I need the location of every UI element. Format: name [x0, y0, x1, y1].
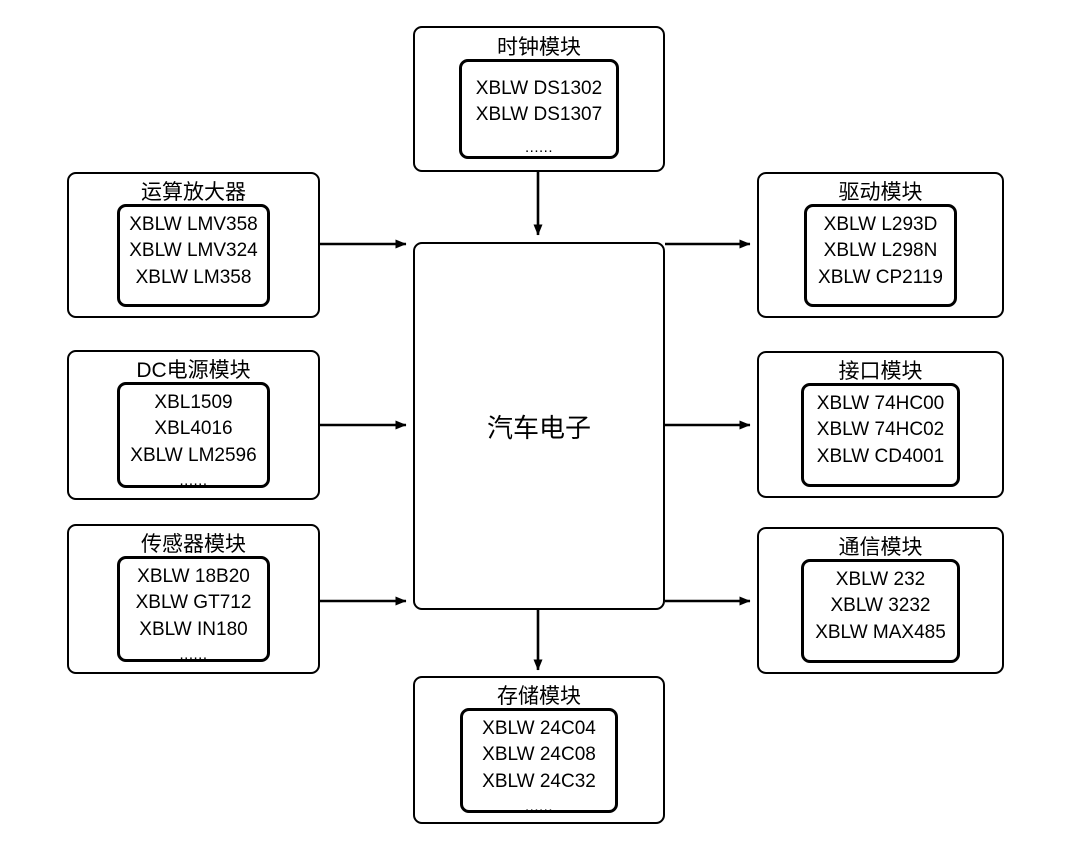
module-opamp-title: 运算放大器: [141, 181, 246, 204]
part-item: XBLW 74HC02: [816, 419, 945, 441]
part-item: XBLW LM358: [135, 266, 252, 288]
part-item: XBLW 3232: [830, 595, 931, 617]
part-item: XBLW 232: [835, 569, 926, 591]
parts-ellipsis: ......: [524, 138, 553, 156]
module-dc-power[interactable]: DC电源模块 XBL1509 XBL4016 XBLW LM2596 .....…: [67, 350, 320, 500]
module-clock-title: 时钟模块: [497, 36, 581, 59]
part-item: XBLW GT712: [135, 592, 252, 614]
part-item: XBLW LMV324: [129, 240, 258, 262]
parts-ellipsis: ......: [179, 293, 208, 311]
part-item: XBLW LM2596: [130, 444, 257, 466]
module-driver[interactable]: 驱动模块 XBLW L293D XBLW L298N XBLW CP2119 .…: [757, 172, 1004, 318]
part-item: XBLW DS1302: [475, 78, 603, 100]
module-opamp[interactable]: 运算放大器 XBLW LMV358 XBLW LMV324 XBLW LM358…: [67, 172, 320, 318]
parts-ellipsis: ......: [179, 645, 208, 663]
part-item: XBLW 24C32: [482, 770, 596, 792]
module-storage[interactable]: 存储模块 XBLW 24C04 XBLW 24C08 XBLW 24C32 ..…: [413, 676, 665, 824]
module-clock[interactable]: 时钟模块 XBLW DS1302 XBLW DS1307 ......: [413, 26, 665, 172]
module-clock-parts-box: XBLW DS1302 XBLW DS1307 ......: [459, 59, 619, 160]
module-interface[interactable]: 接口模块 XBLW 74HC00 XBLW 74HC02 XBLW CD4001…: [757, 351, 1004, 498]
module-opamp-parts-box: XBLW LMV358 XBLW LMV324 XBLW LM358 .....…: [117, 204, 270, 311]
parts-ellipsis: ......: [866, 293, 895, 311]
part-item: XBL1509: [154, 392, 233, 414]
part-item: XBLW LMV358: [129, 214, 258, 236]
module-communication[interactable]: 通信模块 XBLW 232 XBLW 3232 XBLW MAX485 ....…: [757, 527, 1004, 674]
part-item: XBLW 24C04: [482, 718, 596, 740]
part-item: XBL4016: [154, 418, 233, 440]
part-item: XBLW MAX485: [815, 621, 946, 643]
part-item: XBLW 74HC00: [816, 393, 945, 415]
parts-ellipsis: ......: [524, 797, 553, 815]
module-storage-parts-box: XBLW 24C04 XBLW 24C08 XBLW 24C32 ......: [460, 708, 618, 815]
parts-ellipsis: ......: [179, 471, 208, 489]
part-item: XBLW 18B20: [137, 566, 250, 588]
parts-ellipsis: ......: [866, 648, 895, 666]
part-item: XBLW IN180: [139, 618, 248, 640]
part-item: XBLW CP2119: [818, 266, 943, 288]
module-interface-parts-box: XBLW 74HC00 XBLW 74HC02 XBLW CD4001 ....…: [801, 383, 960, 490]
module-storage-title: 存储模块: [497, 685, 581, 708]
part-item: XBLW DS1307: [475, 104, 603, 126]
module-sensor[interactable]: 传感器模块 XBLW 18B20 XBLW GT712 XBLW IN180 .…: [67, 524, 320, 674]
module-sensor-parts-box: XBLW 18B20 XBLW GT712 XBLW IN180 ......: [117, 556, 270, 663]
part-item: XBLW L293D: [823, 214, 938, 236]
module-driver-title: 驱动模块: [838, 181, 923, 204]
part-item: XBLW 24C08: [482, 744, 596, 766]
part-item: XBLW L298N: [823, 240, 938, 262]
module-dc-power-title: DC电源模块: [136, 359, 251, 382]
module-sensor-title: 传感器模块: [141, 533, 246, 556]
module-driver-parts-box: XBLW L293D XBLW L298N XBLW CP2119 ......: [804, 204, 957, 311]
module-communication-parts-box: XBLW 232 XBLW 3232 XBLW MAX485 ......: [801, 559, 960, 666]
module-dc-power-parts-box: XBL1509 XBL4016 XBLW LM2596 ......: [117, 382, 270, 489]
parts-ellipsis: ......: [866, 472, 895, 490]
module-interface-title: 接口模块: [838, 360, 923, 383]
center-node-label: 汽车电子: [486, 412, 591, 443]
part-item: XBLW CD4001: [816, 445, 945, 467]
module-communication-title: 通信模块: [838, 536, 923, 559]
center-node-automotive-electronics[interactable]: 汽车电子: [413, 242, 665, 610]
